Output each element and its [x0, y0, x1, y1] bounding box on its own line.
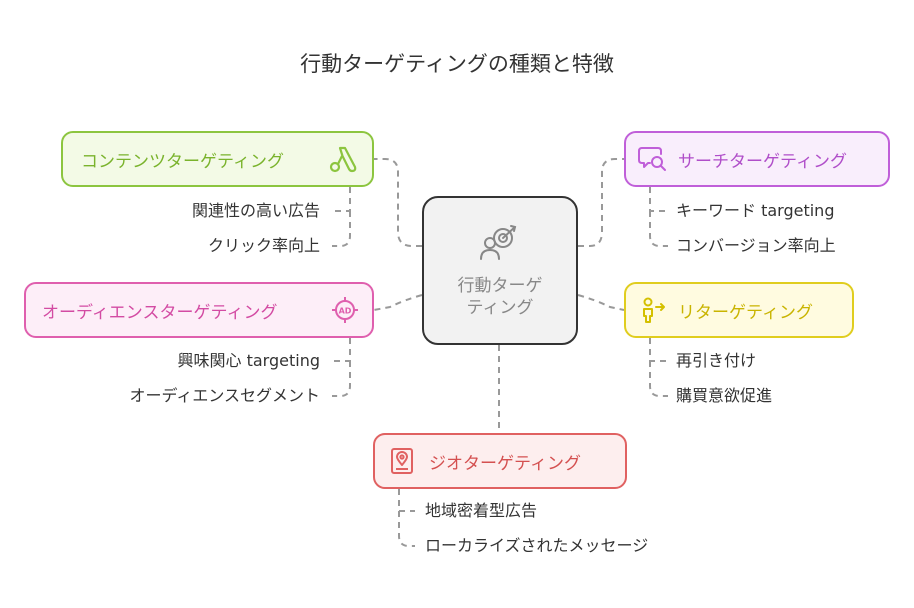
target-people-icon [477, 223, 523, 269]
node-audience-targeting[interactable]: オーディエンスターゲティング AD [24, 282, 374, 338]
retargeting-item-2: 購買意欲促進 [676, 386, 773, 405]
center-label-line1: 行動ターゲ [457, 275, 543, 296]
node-label: リターゲティング [678, 302, 813, 323]
connector-retargeting-item-1 [649, 338, 668, 362]
center-label-line2: ティング [466, 297, 534, 318]
connector-search-item-2 [649, 211, 668, 247]
connector-content-item-1 [332, 187, 351, 212]
node-content-targeting[interactable]: コンテンツターゲティング [61, 131, 374, 187]
connector-audience-item-1 [332, 338, 351, 362]
connector-geo-item-2 [398, 511, 415, 547]
ads-logo-icon [328, 144, 358, 174]
content-item-1: 関連性の高い広告 [191, 201, 320, 220]
node-label: オーディエンスターゲティング [42, 302, 278, 323]
center-node[interactable]: 行動ターゲ ティング [422, 196, 578, 345]
connector-search-item-1 [649, 187, 668, 212]
connector-retargeting [577, 294, 625, 311]
node-search-targeting[interactable]: サーチターゲティング [624, 131, 890, 187]
connector-audience [373, 294, 423, 311]
diagram-title: 行動ターゲティングの種類と特徴 [300, 52, 614, 76]
audience-item-2: オーディエンスセグメント [129, 386, 320, 405]
connector-geo-item-1 [398, 489, 415, 512]
connector-audience-item-2 [332, 361, 351, 397]
connector-content [374, 158, 422, 247]
node-label: サーチターゲティング [678, 151, 847, 172]
person-return-icon [638, 295, 668, 325]
node-geo-targeting[interactable]: ジオターゲティング [373, 433, 627, 489]
audience-item-1: 興味関心 targeting [177, 351, 320, 370]
svg-text:AD: AD [339, 307, 352, 316]
node-retargeting[interactable]: リターゲティング [624, 282, 854, 338]
node-label: ジオターゲティング [429, 453, 581, 474]
content-item-2: クリック率向上 [207, 236, 320, 255]
connector-content-item-2 [332, 211, 351, 247]
map-pin-icon [387, 446, 417, 476]
geo-item-1: 地域密着型広告 [425, 501, 538, 520]
node-label: コンテンツターゲティング [81, 151, 284, 172]
connector-retargeting-item-2 [649, 361, 668, 397]
ad-target-icon: AD [330, 295, 360, 325]
connector-search [578, 158, 624, 247]
geo-item-2: ローカライズされたメッセージ [425, 536, 649, 555]
search-item-1: キーワード targeting [676, 201, 835, 220]
search-item-2: コンバージョン率向上 [676, 236, 836, 255]
retargeting-item-1: 再引き付け [676, 351, 757, 370]
search-chat-icon [638, 144, 668, 174]
